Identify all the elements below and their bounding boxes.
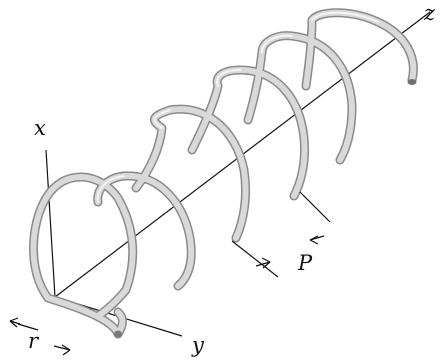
pitch-arrow-2-head (309, 235, 319, 245)
pitch-label: P (297, 251, 313, 275)
x-axis (45, 149, 56, 298)
pitch-tick-2 (299, 191, 331, 223)
helix-path (29, 8, 418, 339)
radius-arrow-1-shaft (17, 323, 39, 331)
x-axis-line (45, 149, 56, 298)
z-axis-label: z (423, 1, 436, 25)
pitch-dimension (231, 191, 331, 278)
radius-dimension (9, 317, 71, 356)
helix-end-cap (407, 79, 417, 85)
pitch-tick-1 (231, 240, 279, 278)
pitch-arrow-1-shaft (255, 261, 271, 267)
radius-arrow-1-line (9, 320, 21, 325)
helix-coil (29, 8, 418, 339)
y-axis-label: y (191, 333, 205, 357)
pitch-arrow-1-head (261, 257, 271, 269)
radius-arrow-1-head (9, 317, 19, 328)
radius-arrow-2-shaft (53, 345, 71, 351)
radius-label: r (28, 329, 40, 353)
x-axis-label: x (34, 116, 46, 140)
helix-path-fill (30, 9, 417, 337)
helix-path-highlight (96, 11, 379, 203)
helix-start-cap (114, 330, 122, 338)
radius-arrow-2-head (61, 344, 71, 356)
